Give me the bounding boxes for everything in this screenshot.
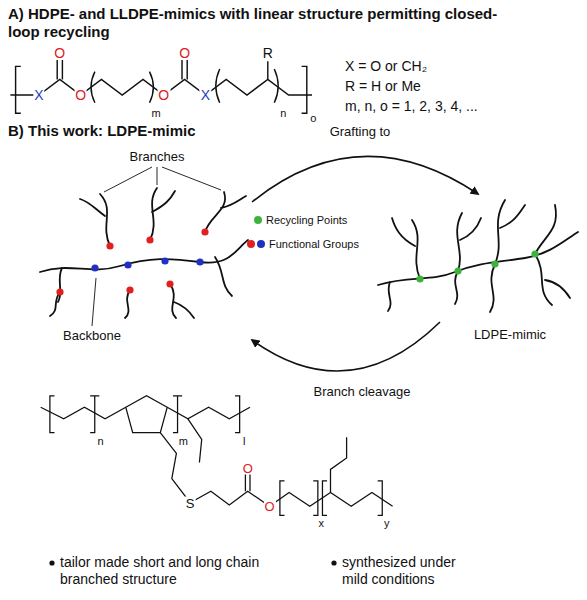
section-heading: A) HDPE- and LLDPE-mimics with linear st… [8,5,528,41]
atom-label: x [318,518,326,529]
cleavage-arrow [252,322,440,371]
bullet [331,560,336,565]
functional-group-dots [56,228,208,295]
variable-note: R = H or Me [345,78,421,95]
process-label: Grafting to [330,124,391,140]
atom-label: O [263,500,275,513]
variable-note: X = O or CH₂ [345,58,427,75]
ldpe-mimic-polymer [378,200,578,312]
product-label: LDPE-mimic [474,327,546,343]
legend-entry: Functional Groups [247,238,359,250]
atom-label: m [178,435,189,446]
recycling-point-dots [416,250,538,282]
callout-label: Backbone [63,328,121,344]
atom-label: X [33,88,44,102]
bullet [49,560,54,565]
legend-swatch [254,216,262,224]
atom-label: m [150,108,161,119]
atom-label: n [96,435,104,446]
atom-label: y [383,518,391,529]
atom-label: X [200,88,211,102]
callout-label: Branches [130,149,185,165]
atom-label: S [185,496,196,509]
legend-entry: Recycling Points [254,214,347,226]
atom-label: O [157,88,170,102]
atom-label: o [309,113,317,124]
grafted-polymer-structure [41,396,393,516]
atom-label: l [242,435,246,446]
bullet-text: synthesized under mild conditions [342,554,482,588]
leader-lines [92,167,221,326]
legend-text: Recycling Points [266,214,347,226]
grafting-arrow [252,156,478,202]
atom-label: R [262,46,274,60]
atom-label: O [242,462,254,475]
legend-text: Functional Groups [269,238,359,250]
atom-label: O [74,88,87,102]
linear-polymer-structure [10,59,312,114]
legend-dot [257,240,265,248]
variable-note: m, n, o = 1, 2, 3, 4, ... [345,98,478,115]
bullet-text: tailor made short and long chain branche… [60,554,275,588]
process-label: Branch cleavage [314,384,411,400]
legend-dot [247,240,255,248]
ungrafted-polymer [40,188,248,318]
atom-label: n [279,108,287,119]
atom-label: O [53,46,66,60]
atom-label: O [178,46,191,60]
section-heading: B) This work: LDPE-mimic [8,122,196,140]
